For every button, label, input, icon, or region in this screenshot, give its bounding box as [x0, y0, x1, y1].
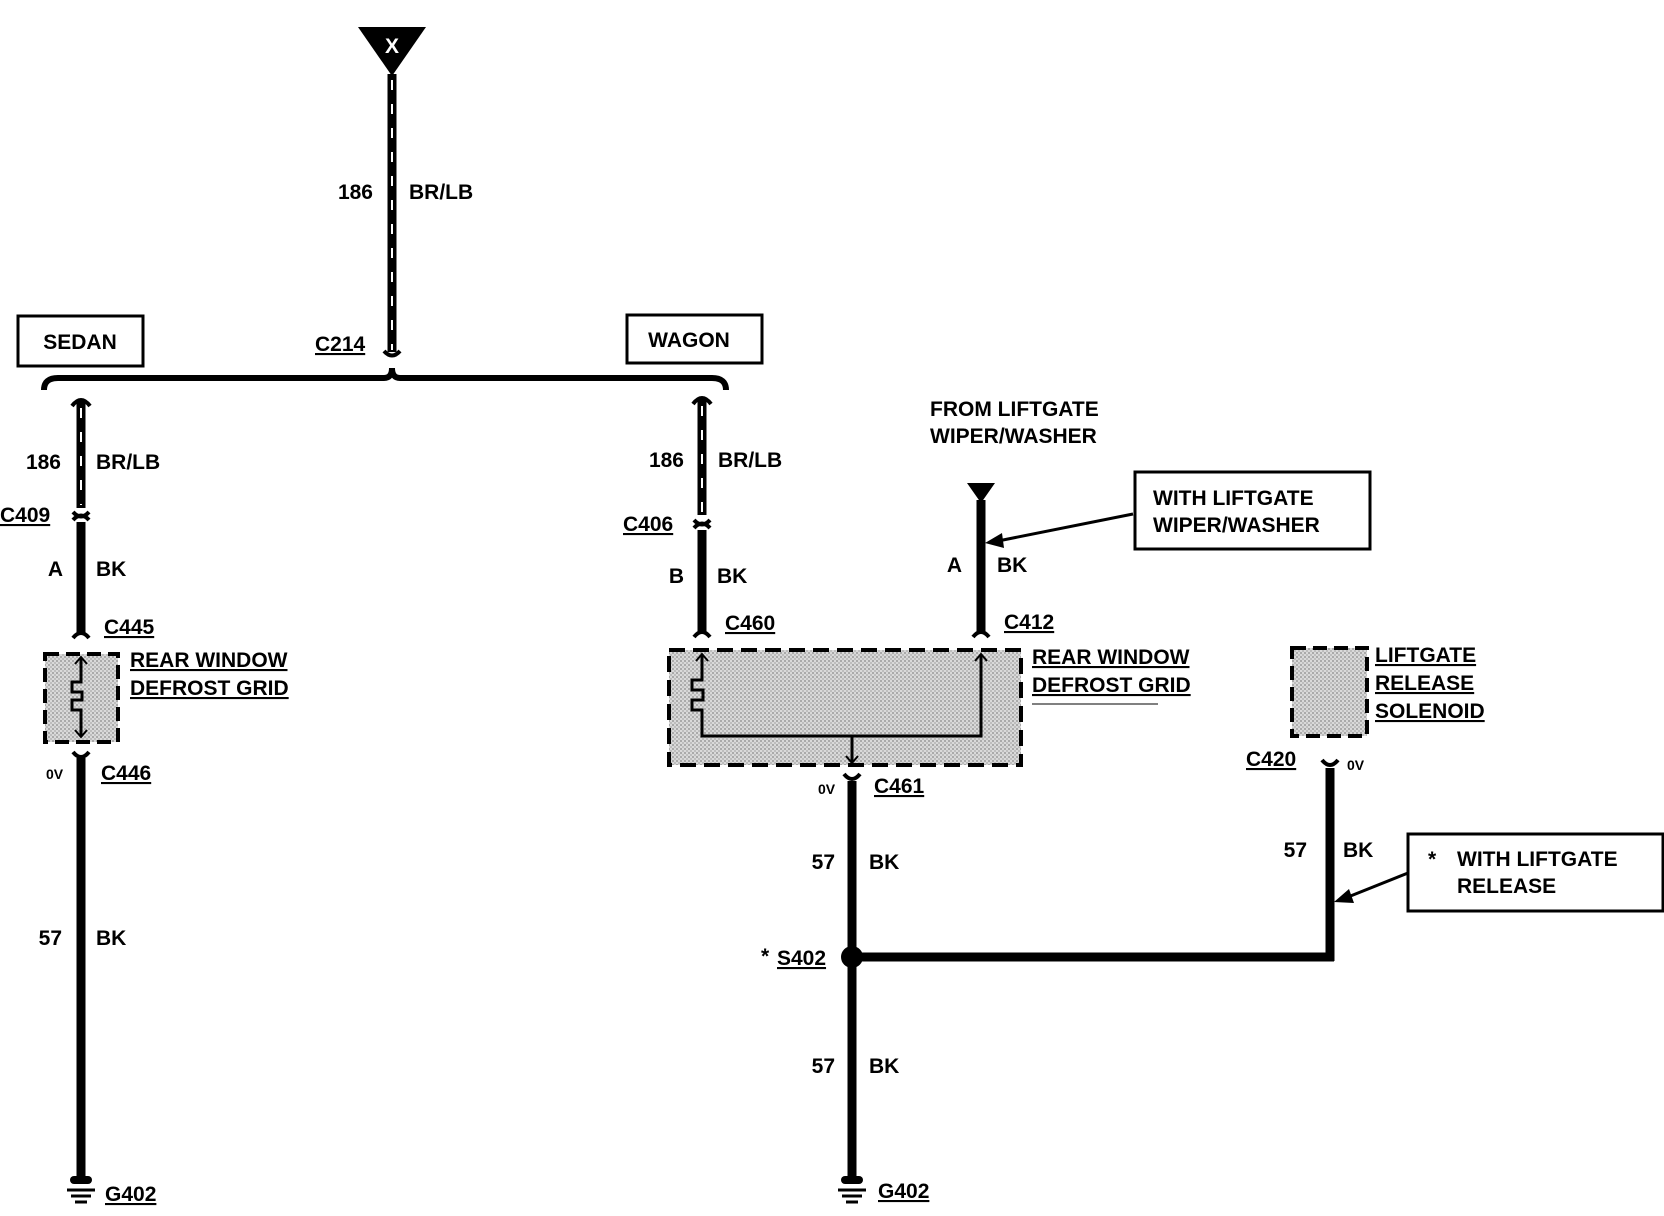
wire-top-color: BR/LB: [409, 181, 473, 204]
note1-arrow: [985, 512, 1134, 548]
solenoid-label-3: SOLENOID: [1375, 700, 1485, 723]
sedan-branch: [43, 398, 120, 1204]
svg-text:WITH LIFTGATE: WITH LIFTGATE: [1153, 487, 1314, 510]
s402-star: *: [761, 945, 770, 968]
svg-text:RELEASE: RELEASE: [1457, 875, 1556, 898]
wagon-grid-element: [690, 654, 983, 738]
wagon-g402-label: G402: [878, 1180, 929, 1203]
wagon-pin-a-color: BK: [997, 554, 1027, 577]
sedan-ground: [67, 1176, 95, 1204]
sedan-grid-label-2: DEFROST GRID: [130, 677, 289, 700]
liftgate-wire57-circuit: 57: [1284, 839, 1307, 862]
sedan-grid-element: [70, 658, 84, 736]
liftgate-solenoid: [1290, 646, 1369, 738]
wagon-grid-label-1: REAR WINDOW: [1032, 646, 1190, 669]
sedan-pin-a: A: [48, 558, 63, 581]
svg-text:*: *: [1428, 848, 1437, 871]
c420-label: C420: [1246, 748, 1296, 771]
c460-label: C460: [725, 612, 775, 635]
c445-label: C445: [104, 616, 155, 639]
wagon-ground: [838, 1176, 866, 1204]
wagon-wire186-color: BR/LB: [718, 449, 782, 472]
note-with-liftgate-release-box: * WITH LIFTGATE RELEASE: [1406, 832, 1664, 913]
liftgate-wire57-color: BK: [1343, 839, 1373, 862]
bus-brace: [41, 367, 729, 391]
note-with-liftgate-wiper-box: WITH LIFTGATE WIPER/WASHER: [1133, 470, 1372, 551]
sedan-grid-label-1: REAR WINDOW: [130, 649, 288, 672]
svg-text:X: X: [385, 35, 399, 58]
wire-top-circuit: 186: [338, 181, 373, 204]
liftgate-0v: 0V: [1347, 757, 1365, 773]
wagon-pin-a: A: [947, 554, 962, 577]
svg-text:WAGON: WAGON: [648, 329, 730, 352]
solenoid-label-2: RELEASE: [1375, 672, 1474, 695]
wagon-grid-label-2: DEFROST GRID: [1032, 674, 1191, 697]
wagon-wire186-circuit: 186: [649, 449, 684, 472]
from-liftgate-terminal: [967, 483, 995, 503]
sedan-wire57-circuit: 57: [39, 927, 62, 950]
terminal-x: X: [358, 27, 426, 76]
c214-connector: [382, 349, 402, 358]
svg-text:SEDAN: SEDAN: [43, 331, 117, 354]
svg-text:WIPER/WASHER: WIPER/WASHER: [1153, 514, 1320, 537]
wagon-pin-b-color: BK: [717, 565, 747, 588]
sedan-box: SEDAN: [16, 314, 145, 368]
c461-label: C461: [874, 775, 925, 798]
sedan-wire186-circuit: 186: [26, 451, 61, 474]
wagon-wire57a-color: BK: [869, 851, 899, 874]
wagon-pin-b: B: [669, 565, 684, 588]
from-liftgate-label-2: WIPER/WASHER: [930, 425, 1097, 448]
c409-label: C409: [0, 504, 50, 527]
sedan-g402-label: G402: [105, 1183, 156, 1206]
wagon-0v: 0V: [818, 781, 836, 797]
c214-label: C214: [315, 333, 366, 356]
wagon-defrost-grid: [667, 648, 1023, 767]
wagon-branch: WITH LIFTGATE WIPER/WASHER * WITH LIFTGA…: [667, 396, 1664, 1204]
svg-text:WITH LIFTGATE: WITH LIFTGATE: [1457, 848, 1618, 871]
c406-label: C406: [623, 513, 673, 536]
s402-splice: [841, 946, 863, 968]
s402-label: S402: [777, 947, 826, 970]
sedan-wire57-color: BK: [96, 927, 126, 950]
from-liftgate-label-1: FROM LIFTGATE: [930, 398, 1099, 421]
wagon-wire57b-circuit: 57: [812, 1055, 835, 1078]
note2-arrow: [1334, 871, 1409, 903]
solenoid-label-1: LIFTGATE: [1375, 644, 1476, 667]
wagon-box: WAGON: [625, 313, 764, 365]
c446-label: C446: [101, 762, 151, 785]
wagon-wire57a-circuit: 57: [812, 851, 835, 874]
sedan-wire186-color: BR/LB: [96, 451, 160, 474]
sedan-pin-a-color: BK: [96, 558, 126, 581]
c412-label: C412: [1004, 611, 1054, 634]
wagon-wire57b-color: BK: [869, 1055, 899, 1078]
sedan-0v: 0V: [46, 766, 64, 782]
